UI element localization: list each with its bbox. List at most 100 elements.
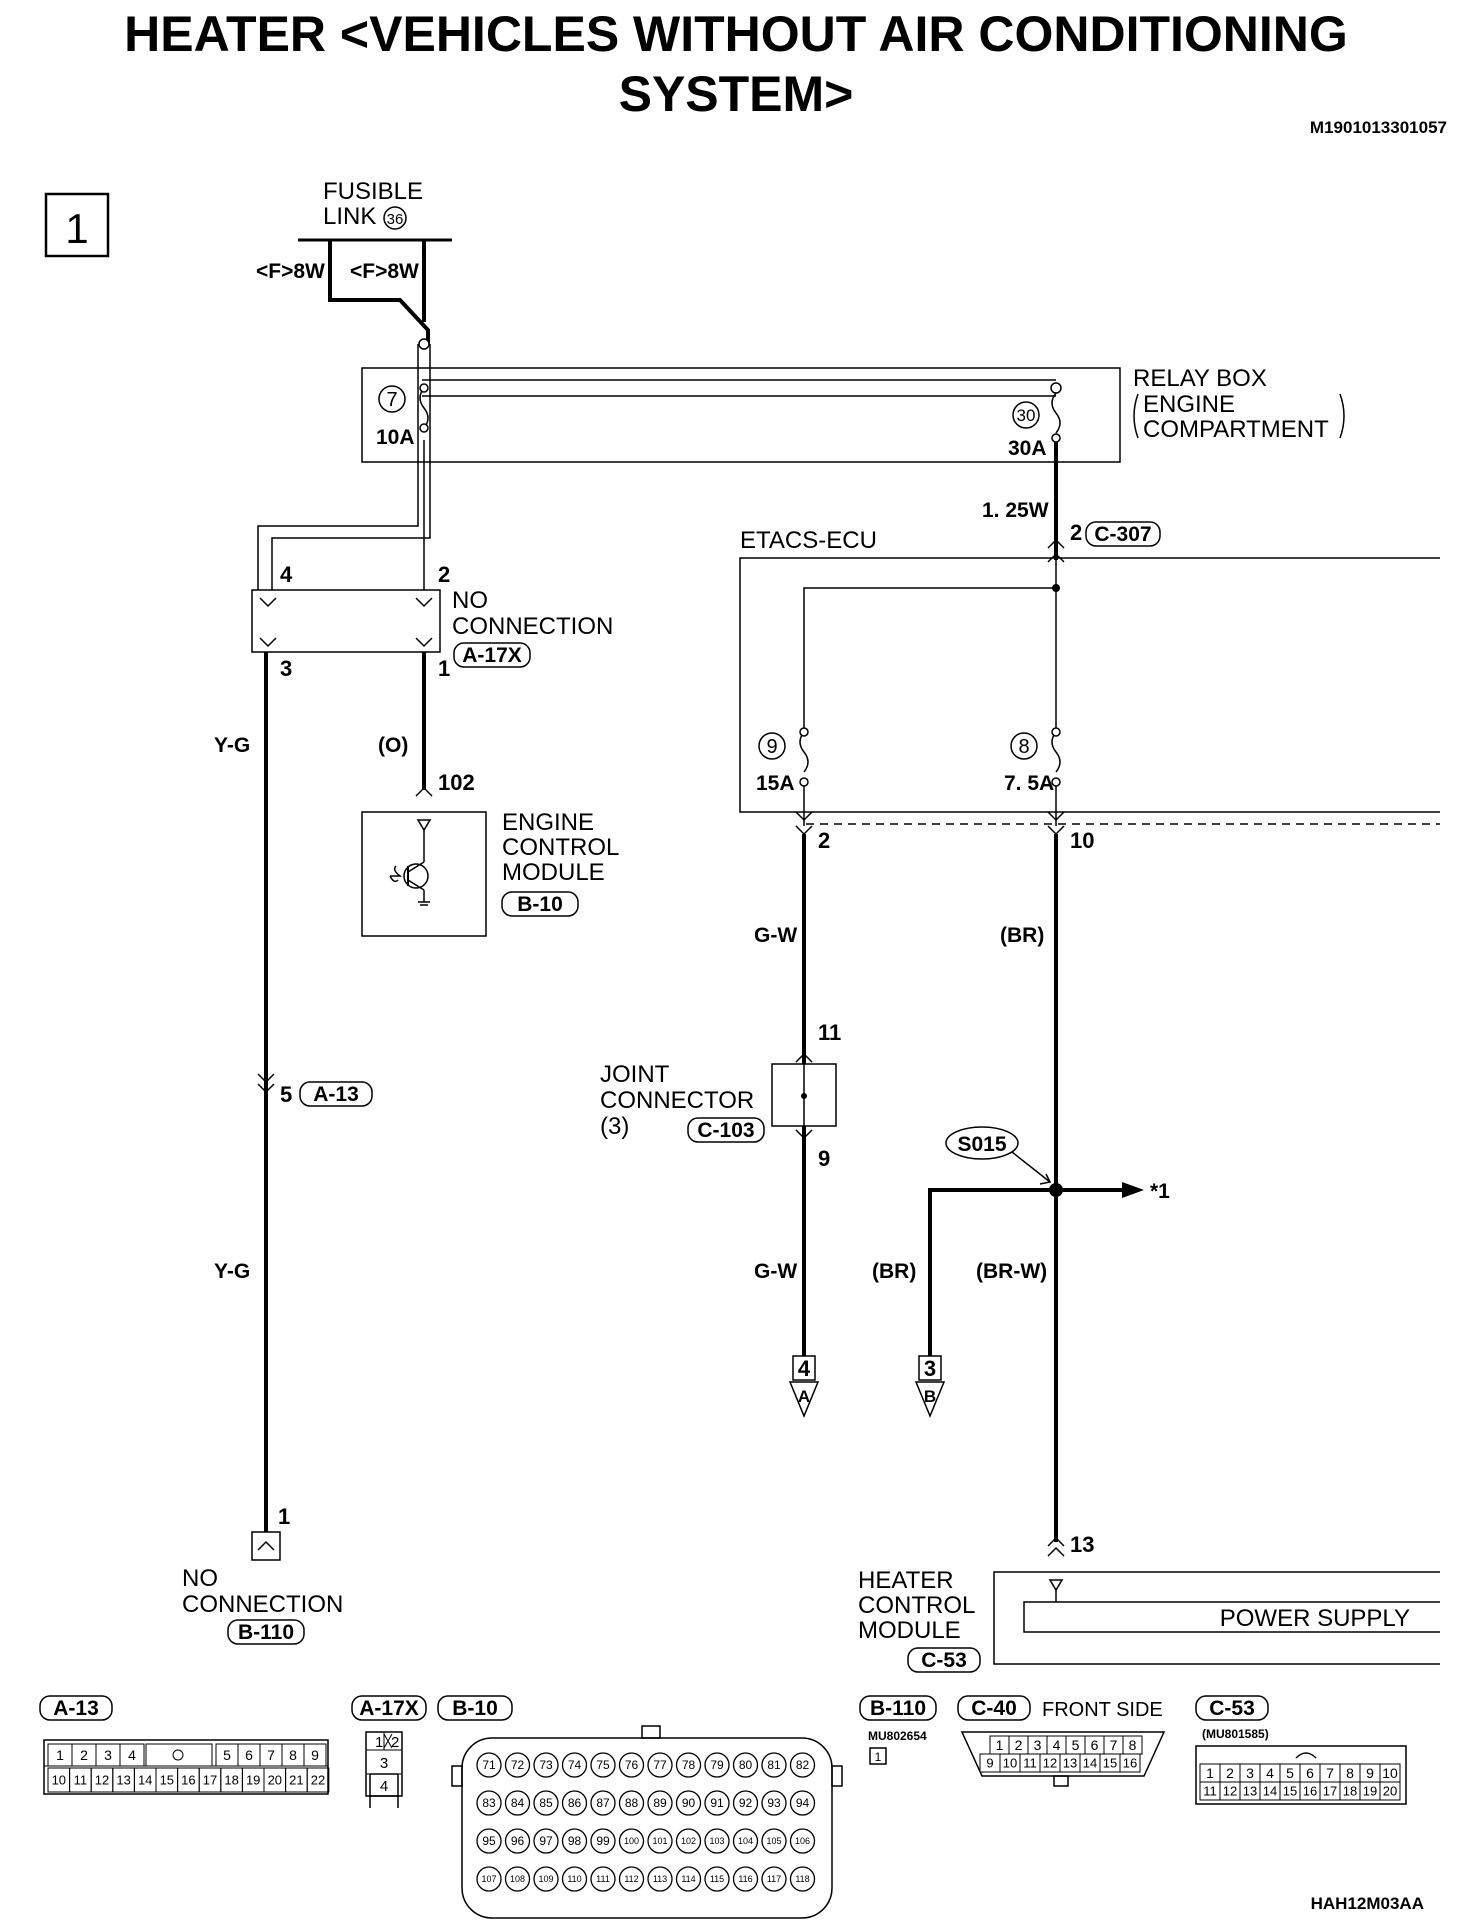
a13-inline-connector: A-13 xyxy=(313,1083,359,1106)
b10-pin-79: 79 xyxy=(710,1758,724,1772)
relay-box-label-1: RELAY BOX xyxy=(1133,365,1267,392)
etacs-fuse-8-number: 8 xyxy=(1018,736,1029,758)
connector-a17x-view: A-17X 1 2 3 4 xyxy=(351,1695,427,1808)
b10-pin-72: 72 xyxy=(511,1758,525,1772)
offpage-b-pin: 3 xyxy=(924,1356,936,1381)
sheet-number: 1 xyxy=(65,205,88,252)
etacs-fuse-8-rating: 7. 5A xyxy=(1004,772,1054,795)
b110-view-pin: 1 xyxy=(875,1750,882,1764)
c53-pin-19: 19 xyxy=(1363,1784,1377,1799)
b110-pin: 1 xyxy=(278,1504,290,1529)
b10-pin-95: 95 xyxy=(482,1834,496,1848)
a13-pin-17: 17 xyxy=(203,1773,217,1788)
joint-connector-tag: C-103 xyxy=(697,1119,754,1142)
b110-no-connection: 1 NO CONNECTION B-110 xyxy=(182,1504,343,1645)
engine-control-module: ENGINE CONTROL MODULE B-10 xyxy=(361,809,619,937)
joint-pin-9: 9 xyxy=(818,1146,830,1171)
a13-pin-14: 14 xyxy=(138,1773,152,1788)
etacs-input-pin: 2 xyxy=(1070,520,1082,545)
a13-inline-pin: 5 xyxy=(280,1082,292,1107)
b10-pin-94: 94 xyxy=(796,1796,810,1810)
fusible-link-label-1: FUSIBLE xyxy=(323,178,423,205)
b10-pin-96: 96 xyxy=(511,1834,525,1848)
c53-pin-16: 16 xyxy=(1303,1784,1317,1799)
c40-pin-11: 11 xyxy=(1023,1756,1037,1771)
joint-pin-11: 11 xyxy=(818,1020,841,1045)
b10-pin-113: 113 xyxy=(653,1874,667,1884)
b110-label-2: CONNECTION xyxy=(182,1591,343,1618)
offpage-connector-b: 3 B xyxy=(914,1355,946,1418)
b10-pin-93: 93 xyxy=(767,1796,781,1810)
hcm-label-2: CONTROL xyxy=(858,1592,975,1619)
fusible-link-label-2: LINK xyxy=(323,203,376,230)
a13-view-tag: A-13 xyxy=(53,1697,99,1720)
offpage-connector-a: 4 A xyxy=(788,1355,820,1418)
heater-control-module: POWER SUPPLY HEATER CONTROL MODULE C-53 xyxy=(858,1567,1440,1673)
c40-pin-8: 8 xyxy=(1129,1737,1137,1753)
sheet-number-box xyxy=(44,192,110,258)
fusible-link-number-circle xyxy=(383,206,407,230)
c40-pin-4: 4 xyxy=(1053,1737,1061,1753)
joint-label-2: CONNECTOR xyxy=(600,1087,754,1114)
page-title: HEATER <VEHICLES WITHOUT AIR CONDITIONIN… xyxy=(0,4,1472,124)
b10-pin-91: 91 xyxy=(710,1796,724,1810)
b10-pin-112: 112 xyxy=(624,1874,638,1884)
b10-pin-77: 77 xyxy=(653,1758,667,1772)
c53-view-tag: C-53 xyxy=(1209,1697,1255,1720)
b10-pin-87: 87 xyxy=(596,1796,610,1810)
b10-pin-99: 99 xyxy=(596,1834,610,1848)
a13-pin-3: 3 xyxy=(104,1747,112,1763)
a13-pin-13: 13 xyxy=(116,1773,130,1788)
wire-label-y-g-lower: Y-G xyxy=(214,1260,250,1283)
b110-view-part: MU802654 xyxy=(868,1729,927,1743)
wire-g-w: G-W 11 9 G-W JOINT CONNECTOR (3) C-103 xyxy=(600,834,841,1356)
relay-fuse-7-rating: 10A xyxy=(376,426,415,449)
b10-pin-90: 90 xyxy=(682,1796,696,1810)
hcm-connector-tag: C-53 xyxy=(921,1649,967,1672)
c53-pin-18: 18 xyxy=(1343,1784,1357,1799)
b10-pin-97: 97 xyxy=(539,1834,553,1848)
b10-pin-111: 111 xyxy=(596,1874,610,1884)
b10-pin-105: 105 xyxy=(766,1836,781,1846)
wire-f8w-left: <F>8W xyxy=(256,260,325,283)
c40-pin-13: 13 xyxy=(1063,1756,1077,1771)
c40-pin-7: 7 xyxy=(1110,1737,1118,1753)
c53-pin-4: 4 xyxy=(1266,1765,1274,1781)
a13-pin-6: 6 xyxy=(245,1747,253,1763)
b10-pin-100: 100 xyxy=(624,1836,639,1846)
ecm-pin: 102 xyxy=(438,770,475,795)
b110-view-tag: B-110 xyxy=(870,1697,926,1720)
a13-pin-18: 18 xyxy=(224,1773,238,1788)
c40-pin-3: 3 xyxy=(1034,1737,1042,1753)
a17x-view-pin-2: 2 xyxy=(391,1734,399,1751)
c53-pin-14: 14 xyxy=(1263,1784,1277,1799)
a17x-view-pin-1: 1 xyxy=(375,1734,383,1751)
b10-pin-75: 75 xyxy=(596,1758,610,1772)
wire-br: (BR) S015 *1 (BR) (BR-W) 13 xyxy=(872,834,1170,1557)
c40-pin-12: 12 xyxy=(1043,1756,1057,1771)
a13-pin-1: 1 xyxy=(56,1747,64,1763)
b10-pin-82: 82 xyxy=(796,1758,810,1772)
wire-label-br-w: (BR-W) xyxy=(976,1260,1047,1283)
fusible-link-number: 36 xyxy=(387,211,404,228)
b10-pin-102: 102 xyxy=(681,1836,696,1846)
c53-pin-8: 8 xyxy=(1346,1765,1354,1781)
splice-label: S015 xyxy=(957,1133,1006,1156)
wire-f8w-right: <F>8W xyxy=(350,260,419,283)
a13-pin-21: 21 xyxy=(289,1773,303,1788)
c40-pin-10: 10 xyxy=(1003,1756,1017,1771)
c53-pin-2: 2 xyxy=(1226,1765,1234,1781)
b10-pin-85: 85 xyxy=(539,1796,553,1810)
b10-pin-83: 83 xyxy=(482,1796,496,1810)
c53-pin-15: 15 xyxy=(1283,1784,1297,1799)
etacs-output-pin-10: 10 xyxy=(1070,828,1094,853)
c53-view-part: (MU801585) xyxy=(1202,1727,1269,1741)
c53-pin-11: 11 xyxy=(1203,1784,1217,1799)
a17x-view-pin-3: 3 xyxy=(380,1755,388,1772)
etacs-label: ETACS-ECU xyxy=(740,527,877,554)
c40-pin-9: 9 xyxy=(986,1756,993,1771)
wire-label-g-w-lower: G-W xyxy=(754,1260,797,1283)
